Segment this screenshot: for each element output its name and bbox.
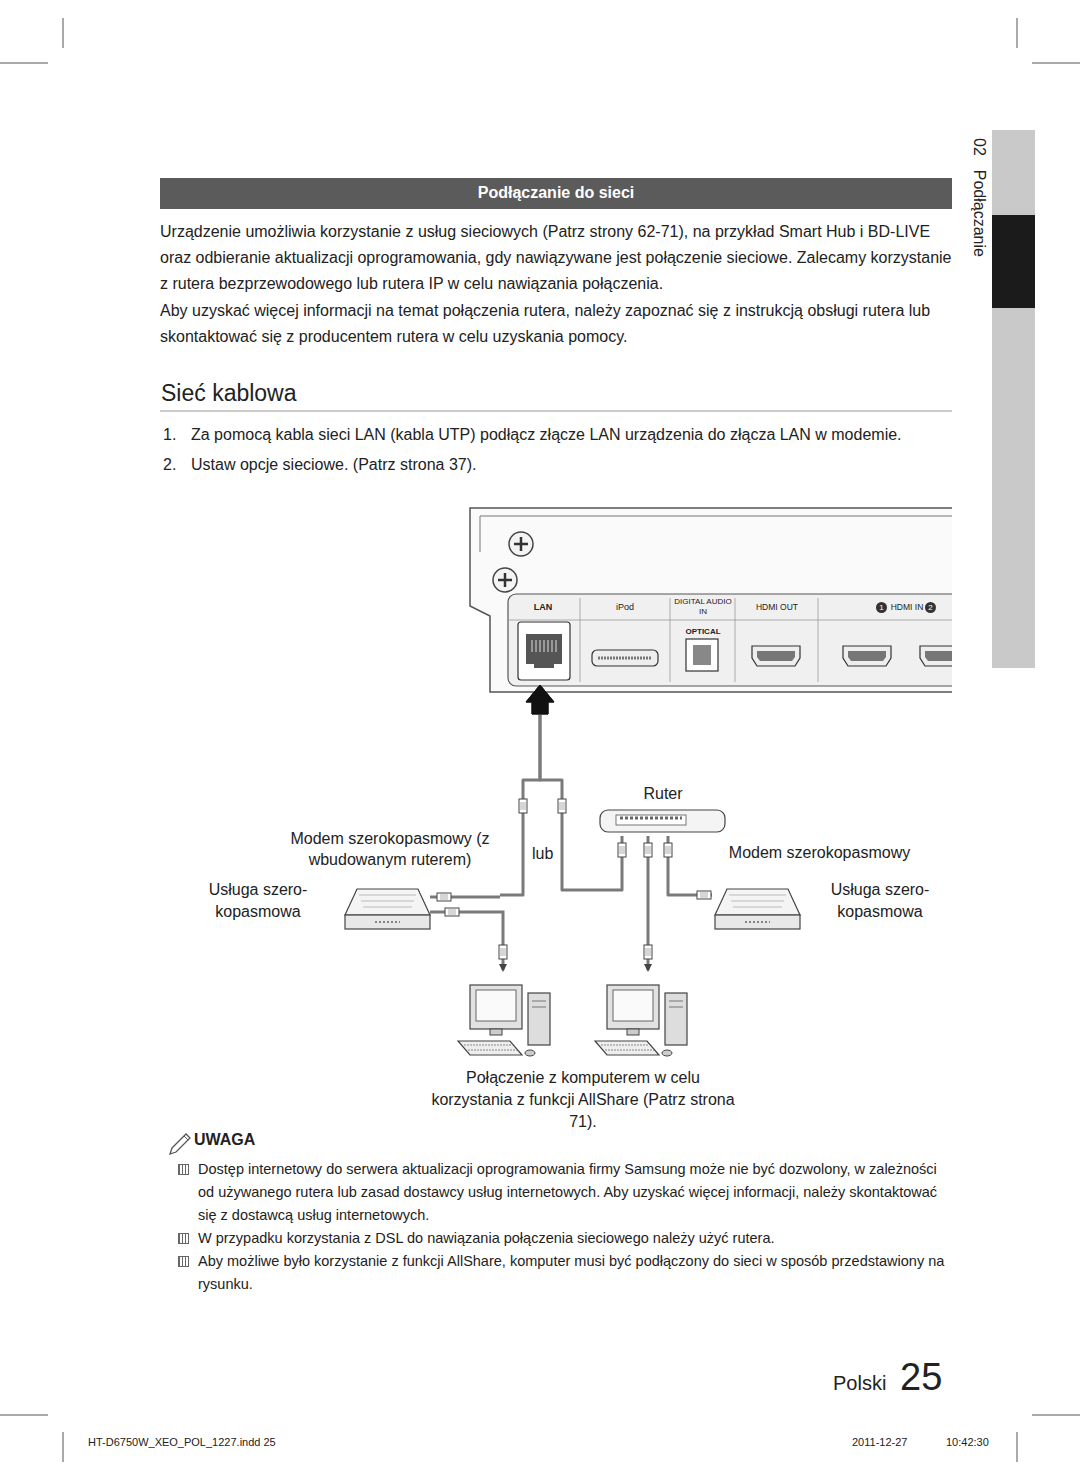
section-title: Sieć kablowa [161,380,297,407]
label-text: 10:42:30 [946,1436,989,1448]
node-text: Ruter [598,784,728,804]
section-band: Podłączanie do sieci [160,178,952,209]
router: Ruter [598,784,728,836]
label-text: 02 [968,138,990,156]
note-text: Dostęp internetowy do serwera aktualizac… [176,1158,952,1227]
network-cable [668,836,712,895]
label-text: 1. [163,426,176,444]
label-text: 2011-12-27 [852,1436,907,1448]
note-text: W przypadku korzystania z DSL do nawiąza… [176,1227,952,1250]
label-text: 2. [163,456,176,474]
label-text: lub [531,845,554,863]
note-text: Aby możliwe było korzystanie z funkcji A… [176,1250,952,1296]
label-text: iPod [592,602,658,612]
label-text: UWAGA [194,1131,255,1149]
lan-port: LAN [512,598,574,684]
node-text: Podłączanie do sieci [160,178,952,207]
label-text: Ustaw opcje sieciowe. (Patrz strona 37). [191,456,956,474]
label-text: HDMI IN [889,602,925,612]
label-text: 25 [900,1356,942,1399]
label-text: DIGITAL AUDIO IN [671,597,735,617]
label-text: Za pomocą kabla sieci LAN (kabla UTP) po… [191,426,956,444]
modem-router: Modem szerokopasmowy (z wbudowanym ruter… [280,828,500,936]
label-text: Aby uzyskać więcej informacji na temat p… [160,298,954,350]
label-text: HDMI OUT [737,602,817,612]
label-text: Urządzenie umożliwia korzystanie z usług… [160,219,954,297]
node-text: LAN [512,602,574,612]
label-text: Usługa szero- kopasmowa [818,879,942,923]
label-text: Połączenie z komputerem w celu korzystan… [428,1067,738,1133]
intro-block: Urządzenie umożliwia korzystanie z usług… [160,219,954,350]
label-text: OPTICAL [672,627,734,636]
label-text: Polski [833,1372,886,1395]
network-cable [500,686,540,895]
label-text: Usługa szero- kopasmowa [196,879,320,923]
node-text: Modem szerokopasmowy [712,843,927,863]
label-text: 1 [876,602,887,613]
label-text: HT-D6750W_XEO_POL_1227.indd 25 [88,1436,276,1448]
label-text: Podłączanie [968,170,990,257]
modem: Modem szerokopasmowy [712,843,927,935]
notes-block: Dostęp internetowy do serwera aktualizac… [176,1158,952,1296]
side-tab: 02Podłączanie [968,138,990,257]
node-text: Modem szerokopasmowy (z wbudowanym ruter… [280,828,500,870]
label-text: 2 [925,602,936,613]
